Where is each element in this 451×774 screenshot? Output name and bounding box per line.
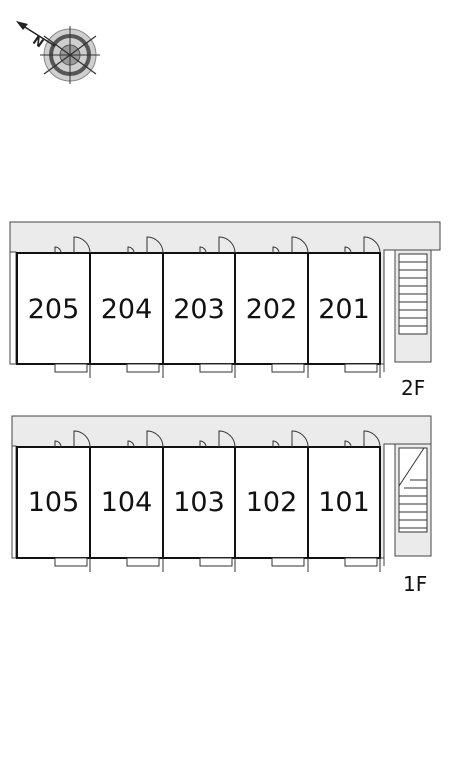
unit-label: 103 [173,487,225,518]
floor-label: 2F [401,376,425,400]
floor-label: 1F [403,572,427,596]
unit-label: 101 [318,487,370,518]
unit-label: 203 [173,294,225,325]
unit-label: 104 [101,487,153,518]
compass-rose-icon: N [16,21,100,84]
unit-label: 102 [246,487,298,518]
unit-label: 204 [101,294,153,325]
unit-label: 205 [28,294,80,325]
stairs-icon [394,443,432,557]
floor-2f: 205 204 203 202 201 2F [9,221,441,400]
unit-label: 105 [28,487,80,518]
unit-label: 201 [318,294,370,325]
stairs-icon [394,249,432,363]
unit-label: 202 [246,294,298,325]
floor-1f: 105 104 103 102 101 1F [11,415,432,596]
north-label: N [30,33,46,50]
